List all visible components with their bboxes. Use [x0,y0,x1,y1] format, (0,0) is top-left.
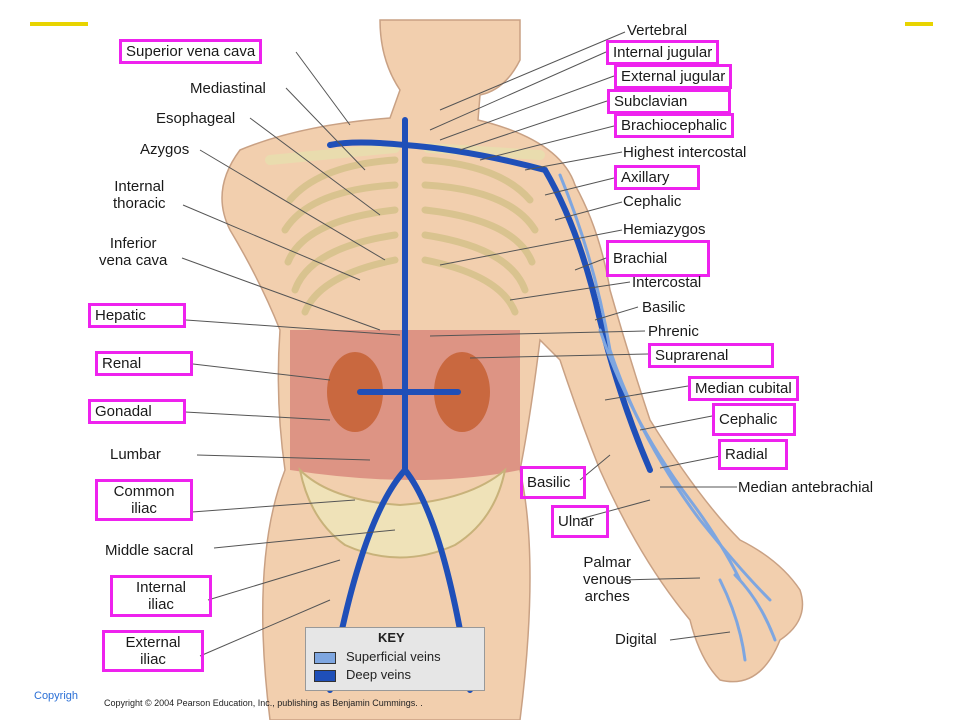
right-kidney [327,352,383,432]
label-internal-jugular: Internal jugular [606,40,720,65]
label-digital: Digital [615,631,657,648]
label-renal: Renal [95,351,193,376]
label-lumbar: Lumbar [110,446,161,463]
label-brachiocephalic: Brachiocephalic [614,113,734,138]
label-internal-thoracic: Internal thoracic [113,178,166,212]
legend-title: KEY [378,630,405,645]
label-inferior-vena-cava: Inferior vena cava [99,235,168,269]
label-hepatic: Hepatic [88,303,186,328]
label-basilic-upper: Basilic [642,299,686,316]
label-vertebral: Vertebral [627,22,688,39]
label-ulnar: Ulnar [551,505,609,538]
label-median-cubital: Median cubital [688,376,799,401]
label-superior-vena-cava: Superior vena cava [119,39,263,64]
label-mediastinal: Mediastinal [190,80,266,97]
label-highest-intercostal: Highest intercostal [623,144,747,161]
label-middle-sacral: Middle sacral [105,542,194,559]
label-internal-iliac: Internal iliac [110,575,212,617]
legend-label-deep: Deep veins [346,667,412,682]
label-subclavian: Subclavian [607,89,731,114]
legend-swatch-deep [314,670,336,682]
legend-label-superficial: Superficial veins [346,649,441,664]
label-cephalic-upper: Cephalic [623,193,682,210]
legend-key: KEY Superficial veins Deep veins [305,627,485,691]
label-radial: Radial [718,439,788,470]
legend-swatch-superficial [314,652,336,664]
accent-bar-left [30,22,88,26]
label-external-jugular: External jugular [614,64,733,89]
label-axillary: Axillary [614,165,700,190]
label-common-iliac: Common iliac [95,479,193,521]
label-brachial: Brachial [606,240,710,277]
label-cephalic-lower: Cephalic [712,403,796,436]
label-external-iliac: External iliac [102,630,204,672]
superficial-veins [558,173,777,662]
label-basilic-lower: Basilic [520,466,586,499]
label-esophageal: Esophageal [156,110,236,127]
label-median-antebrachial: Median antebrachial [738,479,874,496]
accent-bar-right [905,22,933,26]
label-intercostal: Intercostal [632,274,702,291]
label-gonadal: Gonadal [88,399,186,424]
copyright-truncated: Copyrigh [34,690,79,702]
label-phrenic: Phrenic [648,323,699,340]
label-suprarenal: Suprarenal [648,343,774,368]
ribcage [281,156,539,316]
leader-lines [181,31,737,657]
copyright-notice: Copyright © 2004 Pearson Education, Inc.… [104,698,423,708]
label-palmar-venous-arches: Palmar venous arches [583,554,632,605]
label-azygos: Azygos [140,141,190,158]
left-kidney [434,352,490,432]
label-hemiazygos: Hemiazygos [623,221,706,238]
